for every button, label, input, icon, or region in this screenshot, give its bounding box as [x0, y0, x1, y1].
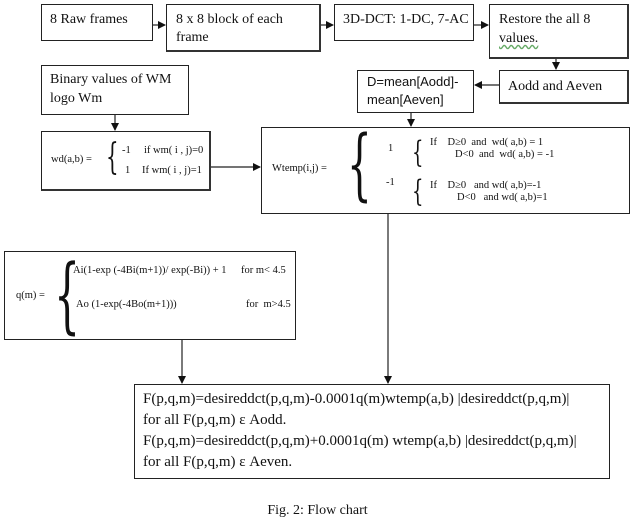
- wd-formula-box: wd(a,b) = { -1 if wm( i , j)=0 1 If wm( …: [41, 131, 211, 191]
- d-mean-box: D=mean[Aodd]- mean[Aeven]: [357, 70, 474, 113]
- q-case2-expression: Ao (1-exp(-4Bo(m+1))): [76, 299, 177, 310]
- final-formula-line3: F(p,q,m)=desireddct(p,q,m)+0.0001q(m) wt…: [143, 433, 577, 449]
- block-8x8-label-line1: 8 x 8 block of each: [176, 12, 283, 27]
- d-mean-label-line2: mean[Aeven]: [367, 92, 444, 107]
- wtemp-case1-condition2: D<0 and wd( a,b) = -1: [455, 149, 555, 160]
- wtemp-lhs: Wtemp(i,j) =: [272, 163, 327, 174]
- wd-case2-condition: If wm( i , j)=1: [142, 165, 202, 176]
- aodd-aeven-box: Aodd and Aeven: [499, 70, 629, 104]
- final-formula-line2: for all F(p,q,m) ε Aodd.: [143, 412, 287, 428]
- left-brace-icon: {: [412, 174, 424, 209]
- q-case1-expression: Ai(1-exp (-4Bi(m+1))/ exp(-Bi)) + 1: [73, 265, 227, 276]
- wtemp-formula-box: Wtemp(i,j) = { 1 { If D≥0 and wd( a,b) =…: [261, 120, 630, 214]
- left-brace-icon: {: [412, 135, 424, 170]
- restore-label-line2: values.: [499, 31, 539, 46]
- wd-lhs: wd(a,b) =: [51, 154, 92, 165]
- binary-values-label-line1: Binary values of WM: [50, 72, 172, 87]
- left-brace-icon: {: [106, 137, 119, 178]
- wd-case1-condition: if wm( i , j)=0: [144, 145, 204, 156]
- raw-frames-label: 8 Raw frames: [50, 12, 128, 27]
- figure-caption: Fig. 2: Flow chart: [267, 503, 368, 518]
- wtemp-case2-condition1: If D≥0 and wd( a,b)=-1: [430, 180, 542, 191]
- wtemp-case1-value: 1: [388, 143, 394, 154]
- wtemp-case1-condition1: If D≥0 and wd( a,b) = 1: [430, 137, 544, 148]
- final-formula-line4: for all F(p,q,m) ε Aeven.: [143, 454, 293, 470]
- q-case2-condition: for m>4.5: [246, 299, 291, 310]
- q-lhs: q(m) =: [16, 290, 45, 301]
- d-mean-label-line1: D=mean[Aodd]-: [367, 74, 459, 89]
- left-brace-icon: {: [54, 248, 81, 343]
- final-formula-line1: F(p,q,m)=desireddct(p,q,m)-0.0001q(m)wte…: [143, 391, 570, 407]
- binary-values-label-line2: logo Wm: [50, 91, 103, 106]
- block-8x8-label-line2: frame: [176, 30, 209, 45]
- q-formula-box: q(m) = { Ai(1-exp (-4Bi(m+1))/ exp(-Bi))…: [4, 251, 296, 340]
- wtemp-case2-condition2: D<0 and wd( a,b)=1: [457, 192, 548, 203]
- block-8x8-box: 8 x 8 block of each frame: [166, 4, 321, 52]
- wtemp-case2-value: -1: [386, 177, 395, 188]
- aodd-aeven-label: Aodd and Aeven: [508, 79, 603, 94]
- left-brace-icon: {: [347, 120, 372, 210]
- binary-values-box: Binary values of WM logo Wm: [41, 65, 189, 115]
- wd-case1-value: -1: [122, 145, 131, 156]
- restore-label-line1: Restore the all 8: [499, 12, 591, 27]
- final-formula-box: F(p,q,m)=desireddct(p,q,m)-0.0001q(m)wte…: [134, 384, 610, 479]
- raw-frames-box: 8 Raw frames: [41, 4, 153, 41]
- wd-case2-value: 1: [125, 165, 131, 176]
- dct-label: 3D-DCT: 1-DC, 7-AC: [343, 12, 469, 27]
- restore-box: Restore the all 8 values.: [489, 4, 629, 59]
- q-case1-condition: for m< 4.5: [241, 265, 286, 276]
- dct-box: 3D-DCT: 1-DC, 7-AC: [334, 4, 474, 41]
